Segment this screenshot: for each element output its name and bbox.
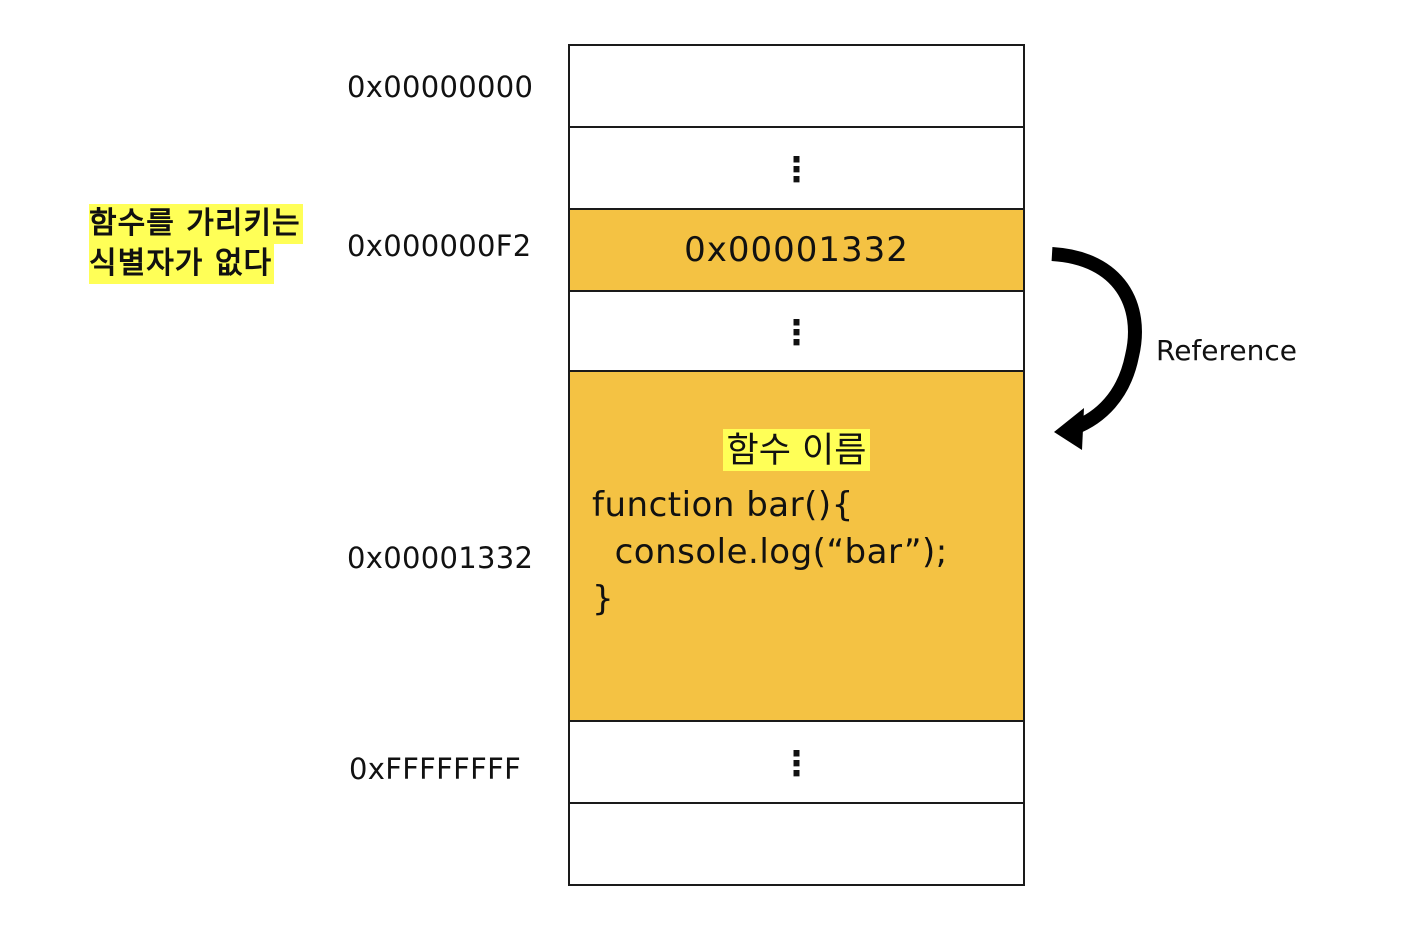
ellipsis-icon: ⋮	[779, 150, 814, 190]
code-line-1: function bar(){	[592, 485, 854, 525]
memory-cell-gap-3: ⋮	[570, 722, 1023, 804]
function-name-label: 함수 이름	[570, 429, 1023, 471]
function-code: function bar(){ console.log(“bar”); }	[592, 482, 948, 623]
address-label-end: 0xFFFFFFFF	[349, 752, 522, 786]
memory-cell-gap-1: ⋮	[570, 128, 1023, 210]
memory-cell-variable: 0x00001332	[570, 210, 1023, 292]
note-line-2: 식별자가 없다	[89, 244, 275, 284]
code-line-3: }	[592, 579, 615, 619]
memory-cell-start	[570, 46, 1023, 128]
memory-cell-gap-2: ⋮	[570, 292, 1023, 372]
note-line-1: 함수를 가리키는	[89, 204, 303, 244]
ellipsis-icon: ⋮	[779, 313, 814, 353]
ellipsis-icon: ⋮	[779, 744, 814, 784]
function-object-block: 함수 이름 function bar(){ console.log(“bar”)…	[570, 372, 1023, 722]
memory-cell-end	[570, 804, 1023, 884]
address-label-start: 0x00000000	[347, 70, 534, 104]
memory-column: ⋮ 0x00001332 ⋮ 함수 이름 function bar(){ con…	[568, 44, 1025, 886]
no-identifier-note: 함수를 가리키는 식별자가 없다	[89, 204, 303, 284]
reference-arrow-icon	[1051, 247, 1142, 450]
reference-label: Reference	[1156, 334, 1297, 367]
address-label-function: 0x00001332	[347, 541, 534, 575]
code-line-2: console.log(“bar”);	[592, 532, 948, 572]
stored-reference-value: 0x00001332	[684, 230, 909, 270]
address-label-variable: 0x000000F2	[347, 229, 532, 263]
